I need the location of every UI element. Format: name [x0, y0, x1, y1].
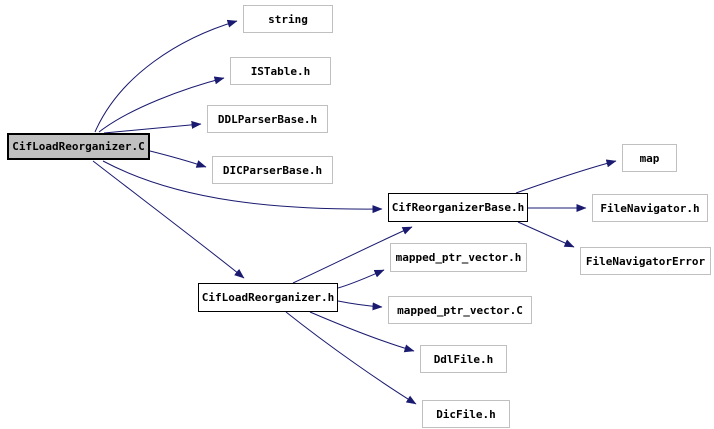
edge-cifloadreorganizer-h-ddlfile [309, 311, 415, 353]
edge-cifloadreorganizer-h-cifreorganizerbase [292, 226, 413, 284]
edge-root-istable [98, 76, 225, 133]
node-filenavigator-h: FileNavigator.h [592, 194, 708, 222]
node-cifloadreorganizer-c: CifLoadReorganizer.C [7, 133, 150, 160]
edge-cifloadreorganizer-h-dicfile [285, 311, 417, 405]
node-cifloadreorganizer-h[interactable]: CifLoadReorganizer.h [198, 283, 338, 312]
node-dicparserbase-h: DICParserBase.h [212, 156, 333, 184]
edge-cifloadreorganizer-h-mapped-ptr-vector-c [337, 300, 383, 311]
node-mapped-ptr-vector-h: mapped_ptr_vector.h [390, 243, 527, 272]
node-map: map [622, 144, 677, 172]
node-dicfile-h: DicFile.h [422, 400, 510, 428]
node-filenavigatorerror: FileNavigatorError [580, 247, 711, 275]
node-istable-h: ISTable.h [230, 57, 331, 85]
node-string: string [243, 5, 333, 33]
edge-cifreorganizerbase-filenavigatorerror [517, 221, 575, 248]
node-ddlfile-h: DdlFile.h [420, 345, 507, 373]
edge-cifloadreorganizer-h-mapped-ptr-vector-h [337, 269, 385, 289]
edge-root-ddlparserbase [103, 120, 202, 134]
edge-root-cifloadreorganizer-h [92, 160, 245, 279]
edge-root-dicparserbase [149, 150, 207, 168]
edge-root-string [94, 19, 238, 133]
edge-root-cifreorganizerbase [102, 160, 383, 214]
node-mapped-ptr-vector-c: mapped_ptr_vector.C [388, 296, 532, 324]
node-cifreorganizerbase-h[interactable]: CifReorganizerBase.h [388, 193, 528, 222]
edge-cifreorganizerbase-map [515, 159, 617, 194]
node-ddlparserbase-h: DDLParserBase.h [207, 105, 328, 133]
